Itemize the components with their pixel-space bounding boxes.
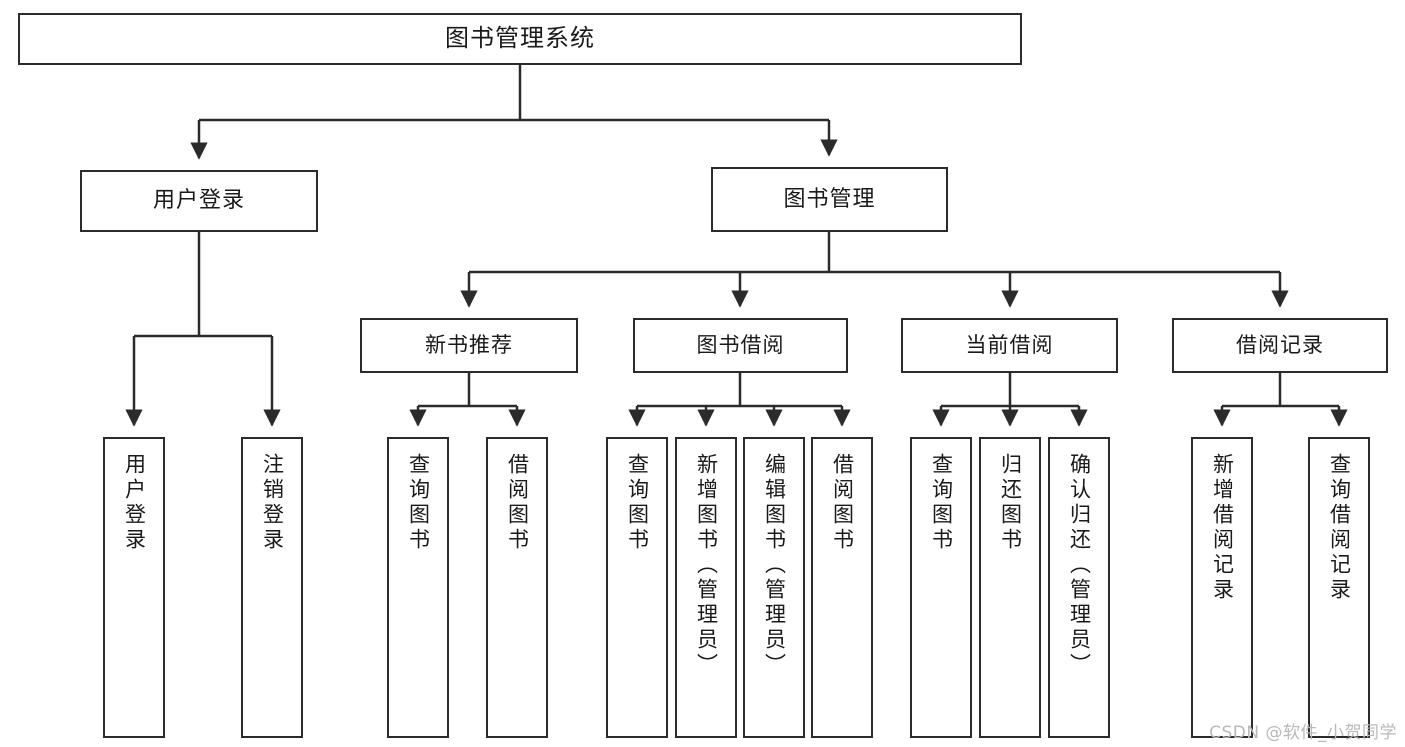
leaf-add-borrow-record[interactable]: 新增借阅记录 xyxy=(1191,437,1253,738)
leaf-add-borrow-record-label: 新增借阅记录 xyxy=(1210,453,1235,603)
node-root-system[interactable]: 图书管理系统 xyxy=(18,13,1022,65)
node-user-login[interactable]: 用户登录 xyxy=(80,170,318,232)
node-user-login-label: 用户登录 xyxy=(152,188,245,214)
leaf-logout-label: 注销登录 xyxy=(260,453,285,553)
leaf-borrow-book[interactable]: 借阅图书 xyxy=(811,437,873,738)
node-book-management[interactable]: 图书管理 xyxy=(711,167,948,232)
leaf-query-book-newrec-label: 查询图书 xyxy=(406,453,431,553)
node-book-management-label: 图书管理 xyxy=(783,186,876,212)
leaf-confirm-return-admin-label: 确认归还（管理员） xyxy=(1067,453,1092,678)
leaf-query-book-newrec[interactable]: 查询图书 xyxy=(387,437,449,738)
node-book-borrow-label: 图书借阅 xyxy=(696,333,785,358)
leaf-add-book-admin-label: 新增图书（管理员） xyxy=(694,453,719,678)
node-root-system-label: 图书管理系统 xyxy=(445,24,595,53)
leaf-query-book-borrow[interactable]: 查询图书 xyxy=(606,437,668,738)
leaf-logout[interactable]: 注销登录 xyxy=(241,437,303,738)
leaf-add-book-admin[interactable]: 新增图书（管理员） xyxy=(675,437,737,738)
node-borrow-record-label: 借阅记录 xyxy=(1236,333,1324,358)
leaf-confirm-return-admin[interactable]: 确认归还（管理员） xyxy=(1048,437,1110,738)
leaf-edit-book-admin[interactable]: 编辑图书（管理员） xyxy=(743,437,805,738)
leaf-user-login[interactable]: 用户登录 xyxy=(103,437,165,738)
node-new-book-recommend[interactable]: 新书推荐 xyxy=(360,318,578,373)
node-current-borrow[interactable]: 当前借阅 xyxy=(901,318,1118,373)
leaf-edit-book-admin-label: 编辑图书（管理员） xyxy=(762,453,787,678)
node-current-borrow-label: 当前借阅 xyxy=(965,333,1054,358)
node-new-book-recommend-label: 新书推荐 xyxy=(425,333,513,358)
node-borrow-record[interactable]: 借阅记录 xyxy=(1172,318,1388,373)
leaf-query-book-current-label: 查询图书 xyxy=(929,453,954,553)
leaf-borrow-book-newrec-label: 借阅图书 xyxy=(505,453,530,553)
node-book-borrow[interactable]: 图书借阅 xyxy=(633,318,848,373)
leaf-return-book[interactable]: 归还图书 xyxy=(979,437,1041,738)
leaf-borrow-book-newrec[interactable]: 借阅图书 xyxy=(486,437,548,738)
leaf-return-book-label: 归还图书 xyxy=(998,453,1023,553)
leaf-query-book-borrow-label: 查询图书 xyxy=(625,453,650,553)
leaf-user-login-label: 用户登录 xyxy=(122,453,147,553)
leaf-query-book-current[interactable]: 查询图书 xyxy=(910,437,972,738)
leaf-borrow-book-label: 借阅图书 xyxy=(830,453,855,553)
leaf-query-borrow-record[interactable]: 查询借阅记录 xyxy=(1308,437,1370,738)
leaf-query-borrow-record-label: 查询借阅记录 xyxy=(1327,453,1352,603)
